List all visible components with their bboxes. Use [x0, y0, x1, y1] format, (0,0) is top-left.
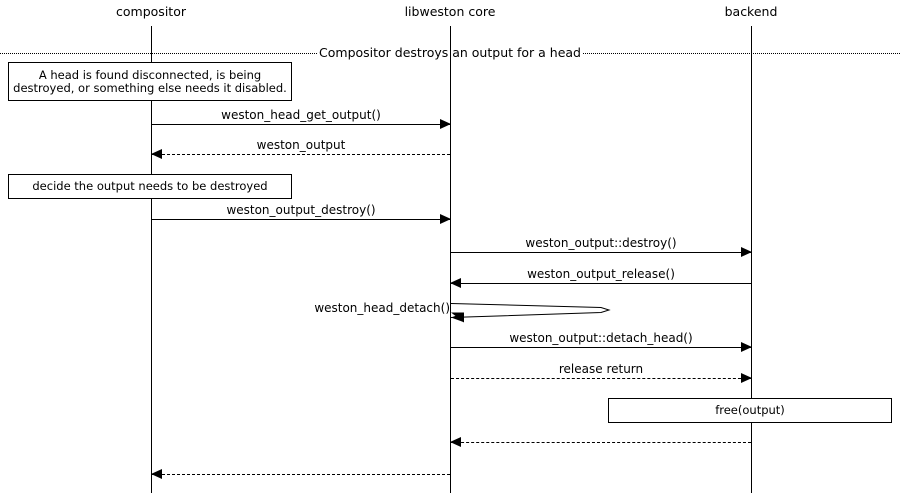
divider-line-right	[583, 52, 900, 54]
selfcall-label: weston_head_detach()	[314, 301, 450, 315]
note-decide-destroy: decide the output needs to be destroyed	[8, 174, 292, 199]
message-label: weston_output	[256, 138, 346, 152]
message-line	[152, 124, 450, 125]
message-line	[152, 474, 450, 475]
message-line	[451, 347, 751, 348]
message-line	[451, 252, 751, 253]
arrowhead-left-icon	[450, 278, 461, 288]
message-line	[451, 442, 751, 443]
lifeline-backend	[751, 26, 752, 493]
section-divider: Compositor destroys an output for a head	[0, 46, 900, 60]
arrowhead-left-icon	[151, 149, 162, 159]
note-free-output: free(output)	[608, 398, 892, 423]
message-line	[152, 219, 450, 220]
divider-line-left	[0, 52, 318, 54]
selfcall-loop-icon	[451, 303, 611, 323]
arrowhead-right-icon	[741, 373, 752, 383]
participant-label-compositor: compositor	[116, 4, 186, 19]
message-label: weston_output::detach_head()	[509, 331, 693, 345]
message-line	[451, 283, 751, 284]
message-label: weston_output_destroy()	[226, 203, 376, 217]
selfcall-weston-head-detach: weston_head_detach()	[314, 301, 613, 327]
lifeline-libweston-core	[450, 26, 451, 493]
message-label: weston_output_release()	[527, 267, 675, 281]
message-line	[451, 378, 751, 379]
message-label: release return	[558, 362, 644, 376]
message-label: weston_output::destroy()	[525, 236, 677, 250]
participant-label-backend: backend	[724, 4, 778, 19]
lifeline-compositor	[151, 26, 152, 493]
message-label: weston_head_get_output()	[221, 108, 381, 122]
arrowhead-right-icon	[741, 342, 752, 352]
arrowhead-left-icon	[450, 437, 461, 447]
arrowhead-right-icon	[440, 214, 451, 224]
divider-label: Compositor destroys an output for a head	[319, 45, 581, 60]
participant-label-libweston-core: libweston core	[404, 4, 496, 19]
message-line	[152, 154, 450, 155]
arrowhead-right-icon	[440, 119, 451, 129]
note-head-disconnected: A head is found disconnected, is being d…	[8, 62, 292, 101]
arrowhead-left-icon	[151, 469, 162, 479]
arrowhead-right-icon	[741, 247, 752, 257]
